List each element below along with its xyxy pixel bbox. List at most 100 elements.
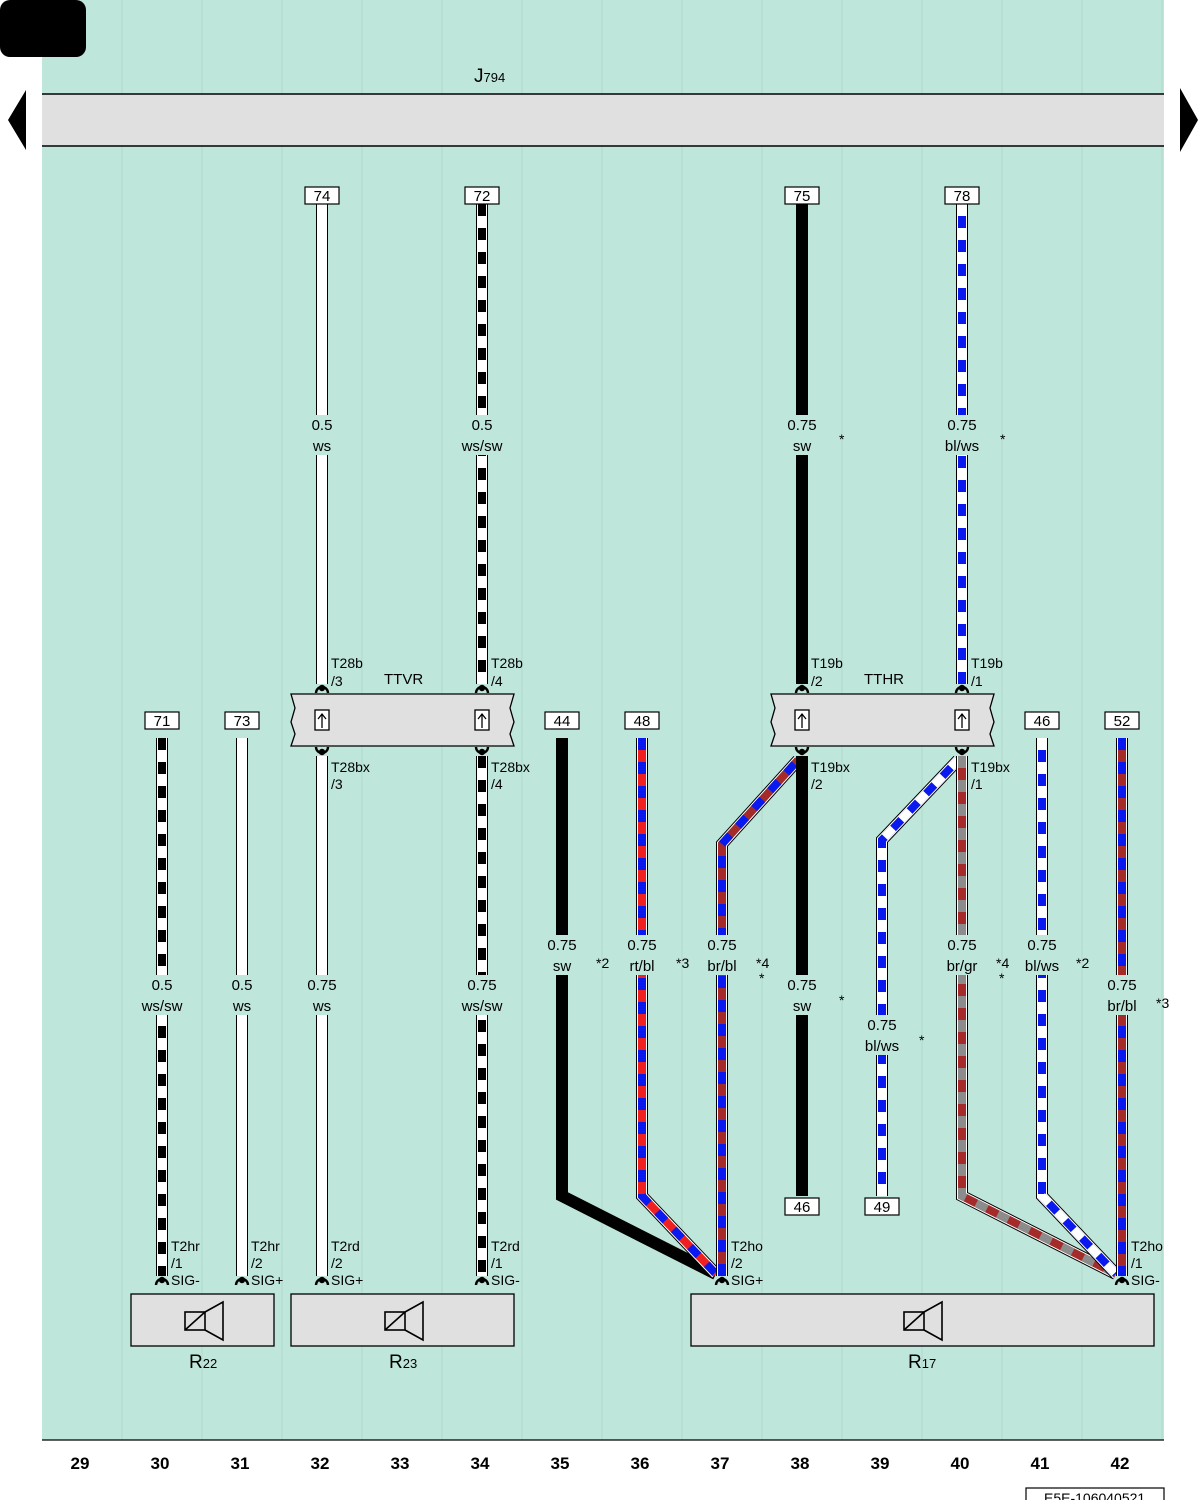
wire-37 [716,755,803,1276]
wire-78-mark: * [1000,431,1006,447]
fuse-icon [794,709,810,731]
svg-text:/2: /2 [251,1255,263,1271]
column-number: 34 [471,1454,490,1473]
wire-78-label-color: bl/ws [945,438,979,455]
column-number: 30 [151,1454,170,1473]
connector-bar-tthr: TTHR [770,671,995,747]
svg-text:SIG+: SIG+ [251,1272,283,1288]
terminal-icon [954,684,970,694]
control-unit-bus [42,94,1164,146]
diagram-background [42,0,1164,1440]
terminal-icon [794,684,810,694]
svg-text:T28b: T28b [491,655,523,671]
wire-34-label-color: ws/sw [461,998,503,1015]
end-pin-46 [784,1197,820,1216]
triangle-right-icon[interactable] [1180,88,1198,152]
pin-75-number: 75 [794,188,811,205]
svg-text:SIG+: SIG+ [331,1272,363,1288]
svg-text:T2ho: T2ho [1131,1238,1163,1254]
wire-38-label-color: sw [793,998,812,1015]
wire-44 [556,738,719,1280]
end-pin-49-number: 49 [874,1199,891,1216]
column-number: 41 [1031,1454,1050,1473]
wire-44-mark: *2 [596,955,609,971]
pin-52-number: 52 [1114,713,1131,730]
wire-39-label-color: bl/ws [865,1038,899,1055]
fuse-icon [314,709,330,731]
svg-text:T2rd: T2rd [331,1238,360,1254]
svg-text:/4: /4 [491,776,503,792]
svg-text:/2: /2 [811,673,823,689]
pin-44-number: 44 [554,713,571,730]
svg-text:R17: R17 [908,1352,936,1373]
pin-73 [224,711,260,730]
wire-52-mark: *3 [1156,995,1169,1011]
terminal-icon [234,1276,250,1286]
wire-73-label-size: 0.5 [232,977,253,994]
terminal-icon [1114,1276,1130,1286]
svg-text:T19bx: T19bx [811,759,850,775]
column-number: 33 [391,1454,410,1473]
svg-text:T2ho: T2ho [731,1238,763,1254]
wire-44-label-size: 0.75 [547,937,576,954]
terminal-icon [954,746,970,756]
column-number: 39 [871,1454,890,1473]
svg-text:T28bx: T28bx [491,759,530,775]
pin-46-number: 46 [1034,713,1051,730]
wire-38-mark: * [839,992,845,1008]
svg-text:R22: R22 [189,1352,217,1373]
column-number: 32 [311,1454,330,1473]
wire-52-label-color: br/bl [1107,998,1136,1015]
wire-46-label-color: bl/ws [1025,958,1059,975]
svg-text:T28b: T28b [331,655,363,671]
page-tab [0,0,86,57]
terminal-icon [474,746,490,756]
triangle-left-icon[interactable] [8,90,26,150]
terminal-icon [314,746,330,756]
wire-40-label-color: br/gr [947,958,978,975]
terminal-icon [154,1276,170,1286]
wire-46-label-size: 0.75 [1027,937,1056,954]
wire-38-label-size: 0.75 [787,977,816,994]
pin-44 [544,711,580,730]
column-number: 36 [631,1454,650,1473]
wire-72-label-color: ws/sw [461,438,503,455]
svg-text:SIG-: SIG- [171,1272,200,1288]
pin-46 [1024,711,1060,730]
connector-bar-ttvr: TTVR [290,671,515,747]
wire-40-label-size: 0.75 [947,937,976,954]
wire-75-mark: * [839,431,845,447]
wire-46 [1036,738,1121,1279]
pin-73-number: 73 [234,713,251,730]
wire-78-label-size: 0.75 [947,417,976,434]
svg-text:R23: R23 [389,1352,417,1373]
terminal-icon [474,1276,490,1286]
svg-text:T2hr: T2hr [251,1238,280,1254]
svg-text:/1: /1 [171,1255,183,1271]
svg-text:/4: /4 [491,673,503,689]
svg-text:/1: /1 [1131,1255,1143,1271]
svg-text:SIG-: SIG- [491,1272,520,1288]
wire-72-label-size: 0.5 [472,417,493,434]
wire-75-label-size: 0.75 [787,417,816,434]
wire-48-label-color: rt/bl [629,958,654,975]
wire-52-label-size: 0.75 [1107,977,1136,994]
pin-72-number: 72 [474,188,491,205]
svg-text:T19bx: T19bx [971,759,1010,775]
wire-39-label-size: 0.75 [867,1017,896,1034]
terminal-icon [794,746,810,756]
pin-78 [944,186,980,205]
column-number: 29 [71,1454,90,1473]
image-id-box: E5E-106040521 [1025,1487,1165,1500]
end-pin-46-number: 46 [794,1199,811,1216]
terminal-icon [314,1276,330,1286]
pin-48 [624,711,660,730]
wire-71-label-color: ws/sw [141,998,183,1015]
svg-text:/3: /3 [331,673,343,689]
svg-text:/3: /3 [331,776,343,792]
wire-37-label-size: 0.75 [707,937,736,954]
column-number: 31 [231,1454,250,1473]
wire-37-label-color: br/bl [707,958,736,975]
